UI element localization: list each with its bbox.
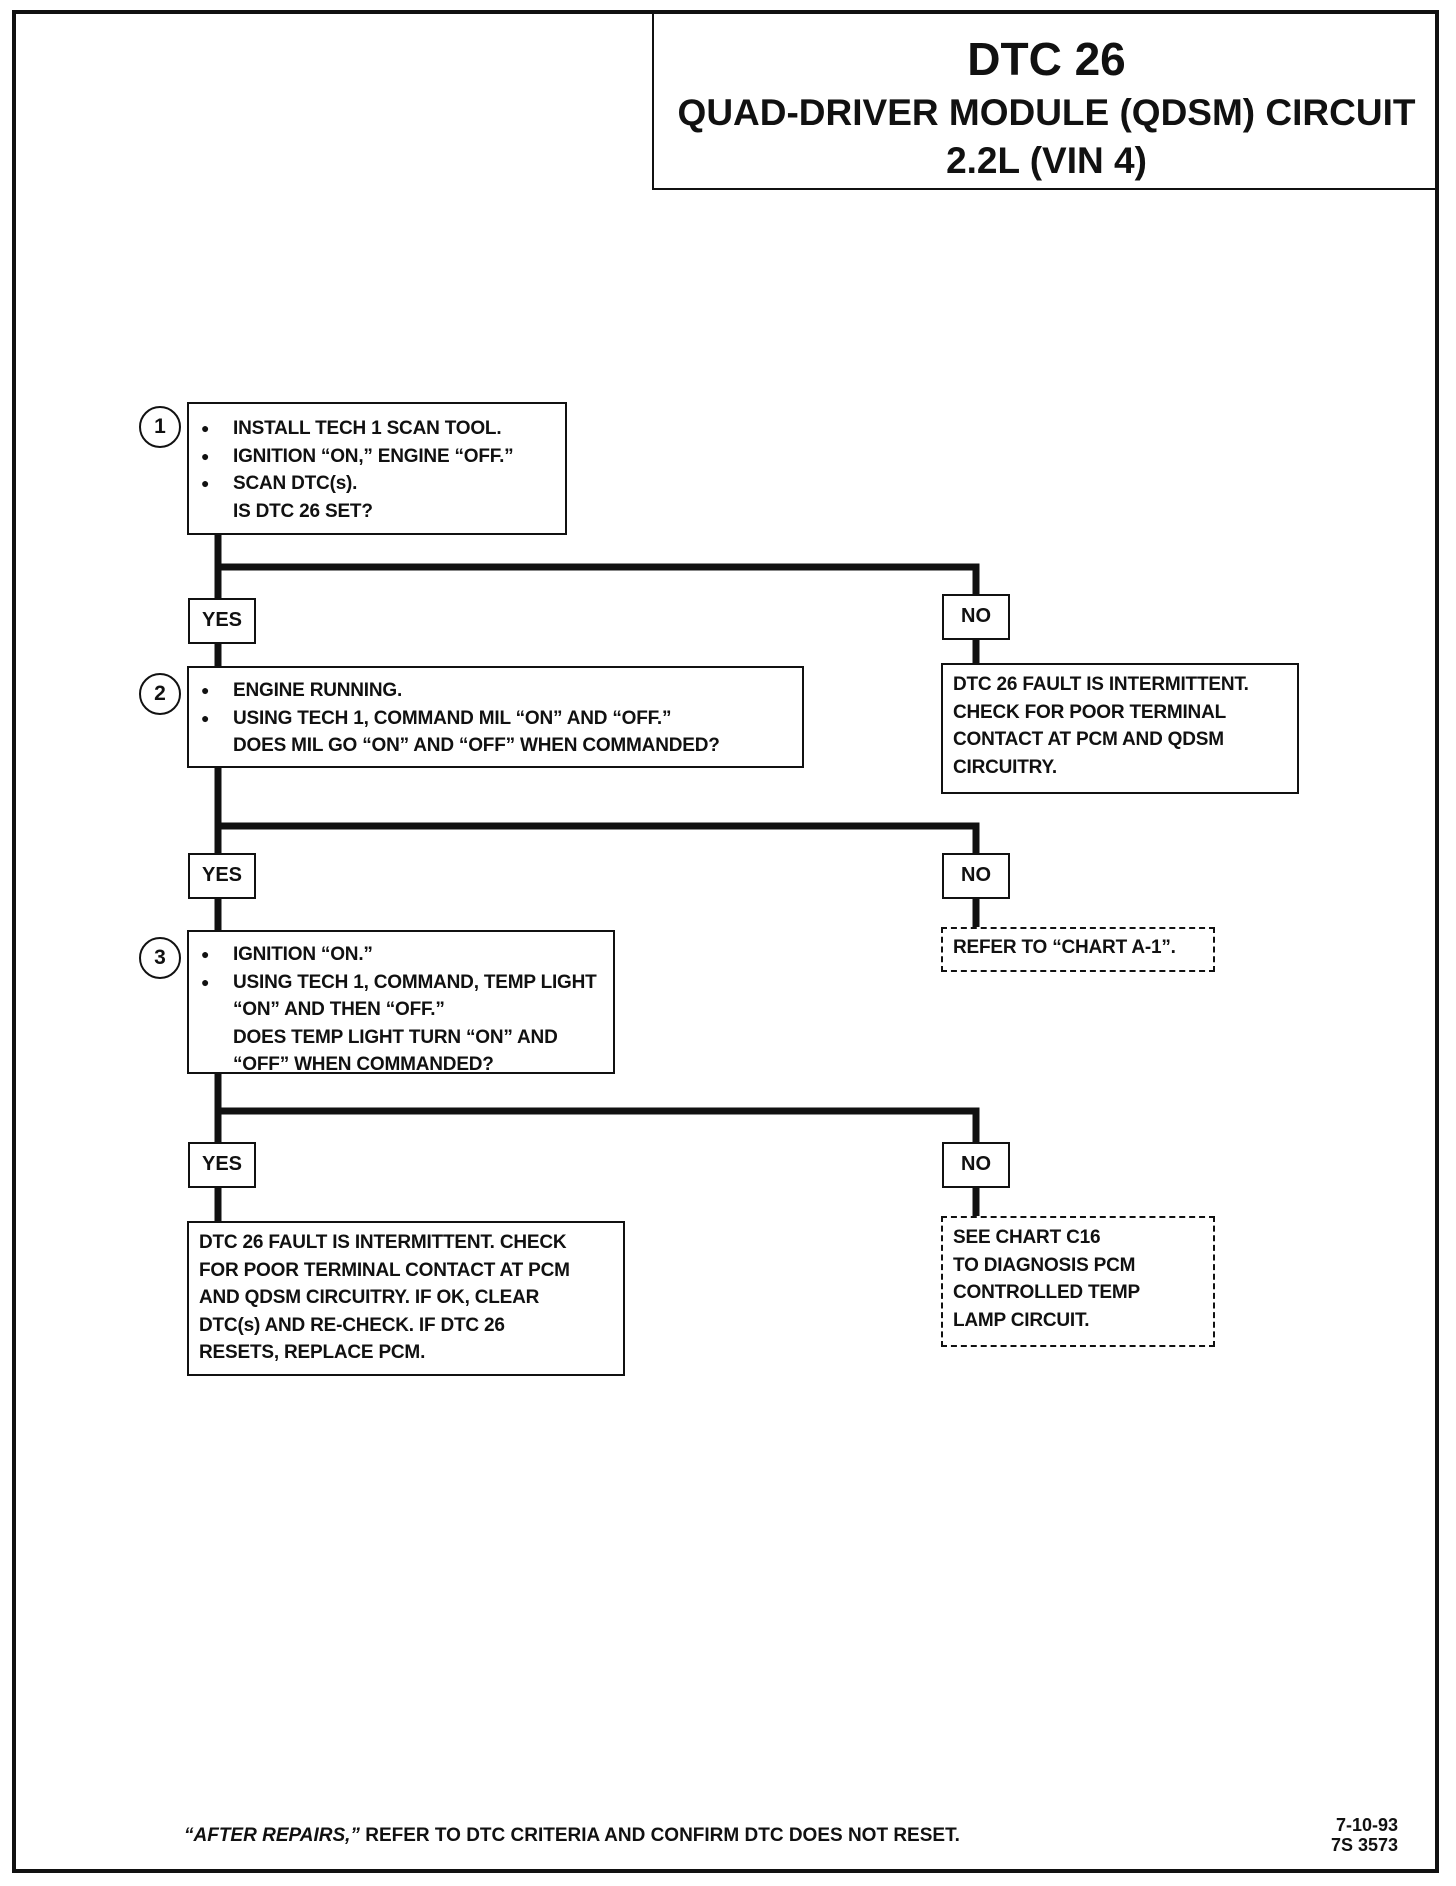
chart-title: DTC 26: [967, 33, 1126, 85]
yes-result-3: DTC 26 FAULT IS INTERMITTENT. CHECK FOR …: [187, 1221, 625, 1376]
step-1-box: INSTALL TECH 1 SCAN TOOL. IGNITION “ON,”…: [187, 402, 567, 535]
yes-label-3: YES: [188, 1142, 256, 1188]
no-label-1: NO: [942, 594, 1010, 640]
step-1-number: 1: [139, 406, 181, 448]
chart-subtitle: QUAD-DRIVER MODULE (QDSM) CIRCUIT: [677, 91, 1416, 133]
step-1-question: IS DTC 26 SET?: [233, 500, 373, 522]
document-code: 7-10-93 7S 3573: [1331, 1815, 1398, 1855]
no-result-1: DTC 26 FAULT IS INTERMITTENT. CHECK FOR …: [941, 663, 1299, 794]
step-3-question: DOES TEMP LIGHT TURN “ON” AND “OFF” WHEN…: [233, 1026, 558, 1076]
after-repairs-text: REFER TO DTC CRITERIA AND CONFIRM DTC DO…: [359, 1825, 960, 1846]
step-2-number: 2: [139, 673, 181, 715]
step-3-bullet: USING TECH 1, COMMAND, TEMP LIGHT “ON” A…: [189, 969, 605, 1024]
no-result-2-text: REFER TO “CHART A-1”.: [953, 937, 1176, 958]
title-block: DTC 26 QUAD-DRIVER MODULE (QDSM) CIRCUIT…: [652, 10, 1439, 190]
connector-2: [214, 764, 980, 862]
step-3-number: 3: [139, 937, 181, 979]
after-repairs-note: “AFTER REPAIRS,” REFER TO DTC CRITERIA A…: [184, 1825, 960, 1847]
step-2-bullet: USING TECH 1, COMMAND MIL “ON” AND “OFF.…: [189, 705, 802, 733]
step-2-box: ENGINE RUNNING. USING TECH 1, COMMAND MI…: [187, 666, 804, 768]
step-1-bullet: IGNITION “ON,” ENGINE “OFF.”: [189, 443, 565, 471]
no-label-3: NO: [942, 1142, 1010, 1188]
page-frame: [12, 10, 1439, 1873]
revision-date: 7-10-93: [1335, 1815, 1398, 1835]
no-label-2: NO: [942, 853, 1010, 899]
no-result-2: REFER TO “CHART A-1”.: [941, 927, 1215, 972]
step-1-bullet: SCAN DTC(s).: [189, 470, 565, 498]
no-result-3: SEE CHART C16 TO DIAGNOSIS PCM CONTROLLE…: [941, 1216, 1215, 1347]
figure-number: 7S 3573: [1330, 1835, 1398, 1855]
step-3-box: IGNITION “ON.” USING TECH 1, COMMAND, TE…: [187, 930, 615, 1075]
no-result-1-text: DTC 26 FAULT IS INTERMITTENT. CHECK FOR …: [953, 674, 1249, 778]
yes-label-1: YES: [188, 598, 256, 644]
after-repairs-emphasis: “AFTER REPAIRS,”: [184, 1825, 360, 1846]
engine-spec: 2.2L (VIN 4): [946, 139, 1147, 181]
step-2-question: DOES MIL GO “ON” AND “OFF” WHEN COMMANDE…: [233, 735, 720, 756]
no-result-3-text: SEE CHART C16 TO DIAGNOSIS PCM CONTROLLE…: [953, 1227, 1140, 1331]
step-1-bullet: INSTALL TECH 1 SCAN TOOL.: [189, 415, 565, 443]
connector-1: [214, 531, 980, 604]
step-3-bullet: IGNITION “ON.”: [189, 941, 605, 969]
step-2-bullet: ENGINE RUNNING.: [189, 677, 802, 705]
yes-result-3-text: DTC 26 FAULT IS INTERMITTENT. CHECK FOR …: [199, 1232, 570, 1363]
yes-label-2: YES: [188, 853, 256, 899]
connector-3: [214, 1070, 980, 1149]
